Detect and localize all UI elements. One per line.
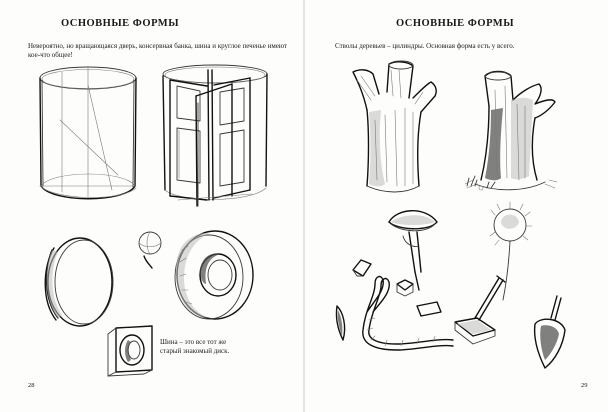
tree-stump-sketch-left	[352, 60, 437, 193]
disk-sketch	[44, 237, 114, 327]
prisms-sketch	[335, 259, 442, 341]
shovel-sketch	[454, 275, 506, 345]
trowel-sketch	[533, 295, 566, 369]
mushroom-sketch	[388, 210, 438, 291]
left-page: ОСНОВНЫЕ ФОРМЫ Невероятно, но вращающаяс…	[0, 0, 303, 412]
left-page-title: ОСНОВНЫЕ ФОРМЫ	[60, 18, 180, 29]
right-page-intro-text: Стволы деревьев – цилиндры. Основная фор…	[335, 42, 515, 50]
right-page: ОСНОВНЫЕ ФОРМЫ Стволы деревьев – цилиндр…	[305, 0, 608, 412]
right-page-illustrations	[335, 60, 566, 369]
sphere-sketch	[138, 231, 162, 269]
tire-sketch	[174, 230, 254, 320]
left-page-caption: Шина – это все тот же старый знакомый ди…	[160, 338, 230, 355]
dandelion-sketch	[489, 201, 533, 301]
rope-sketch	[362, 275, 454, 351]
book-gutter	[303, 0, 305, 412]
right-page-title: ОСНОВНЫЕ ФОРМЫ	[395, 18, 515, 29]
box-with-disk-sketch	[107, 325, 153, 377]
tree-stump-sketch-right	[464, 70, 558, 191]
cylinder-sketch	[39, 66, 137, 200]
revolving-door-sketch	[162, 64, 268, 207]
left-page-intro-text: Невероятно, но вращающаяся дверь, консер…	[28, 42, 288, 59]
grass-sketch	[466, 175, 496, 191]
left-page-number: 28	[28, 382, 35, 389]
left-page-illustrations	[39, 64, 268, 377]
right-page-number: 29	[581, 382, 588, 389]
